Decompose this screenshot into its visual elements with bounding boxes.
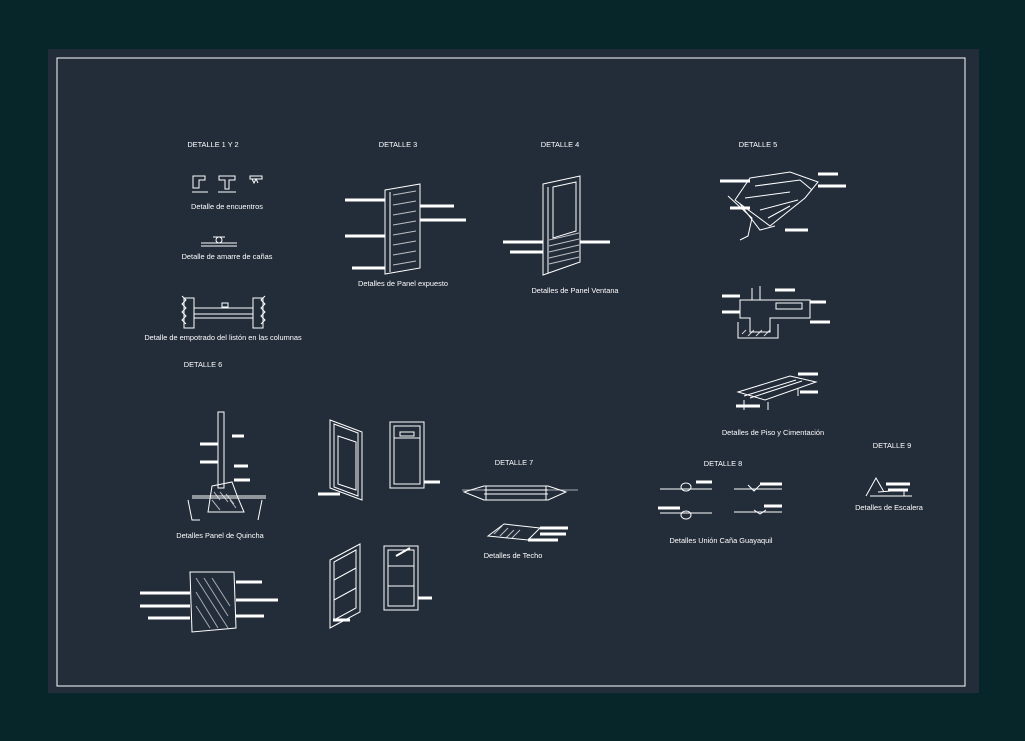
paper-sheet <box>48 49 979 693</box>
drawing-ventana-isometrica <box>329 543 361 629</box>
caption-panel-quincha: Detalles Panel de Quincha <box>176 531 264 540</box>
caption-union-cana: Detalles Unión Caña Guayaquil <box>669 536 772 545</box>
caption-empotrado: Detalle de empotrado del listón en las c… <box>144 333 302 342</box>
drawing-puerta-isometrica <box>318 419 363 501</box>
drawing-encuentros <box>192 175 263 193</box>
title-detalle-7: DETALLE 7 <box>495 458 533 467</box>
caption-panel-ventana: Detalles de Panel Ventana <box>531 286 619 295</box>
title-detalle-8: DETALLE 8 <box>704 459 742 468</box>
caption-techo: Detalles de Techo <box>484 551 543 560</box>
drawing-techo-section <box>462 485 578 501</box>
drawing-quincha-section <box>140 571 278 633</box>
drawing-empotrado <box>181 295 266 329</box>
drawing-panel-expuesto <box>345 183 466 275</box>
drawing-piso-vigas <box>736 372 818 410</box>
drawing-ventana-frontal <box>383 545 432 611</box>
drawing-puerta-frontal <box>389 421 440 489</box>
caption-escalera: Detalles de Escalera <box>855 503 924 512</box>
drawing-panel-ventana <box>503 175 610 276</box>
title-detalle-9: DETALLE 9 <box>873 441 911 450</box>
caption-amarre: Detalle de amarre de cañas <box>182 252 273 261</box>
drawing-piso-3d <box>720 171 846 241</box>
title-detalle-5: DETALLE 5 <box>739 140 777 149</box>
title-detalle-4: DETALLE 4 <box>541 140 579 149</box>
drawing-amarre <box>201 236 237 247</box>
caption-panel-expuesto: Detalles de Panel expuesto <box>358 279 448 288</box>
title-detalle-6: DETALLE 6 <box>184 360 222 369</box>
drawing-union-cana <box>658 480 782 520</box>
caption-encuentros: Detalle de encuentros <box>191 202 263 211</box>
drawing-panel-quincha <box>187 411 266 521</box>
title-detalle-3: DETALLE 3 <box>379 140 417 149</box>
sheet-border <box>56 57 966 687</box>
drawing-escalera <box>865 476 912 497</box>
drawing-cimentacion-section <box>722 286 830 339</box>
caption-piso-cimentacion: Detalles de Piso y Cimentación <box>722 428 824 437</box>
title-detalle-1-2: DETALLE 1 Y 2 <box>187 140 238 149</box>
drawing-techo-cubierta <box>486 523 568 542</box>
